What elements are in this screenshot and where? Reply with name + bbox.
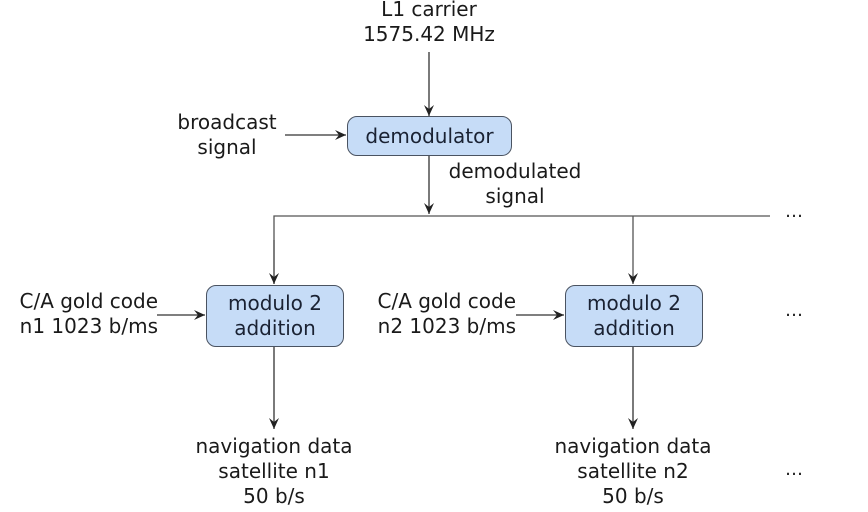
- nav-1-line3: 50 b/s: [243, 484, 305, 508]
- modulo-box-2-line1: modulo 2: [587, 291, 681, 315]
- modulo-addition-box-1: modulo 2 addition: [206, 285, 344, 347]
- carrier-label: L1 carrier 1575.42 MHz: [329, 0, 529, 47]
- broadcast-signal-label: broadcast signal: [157, 110, 297, 160]
- nav-1-line2: satellite n1: [218, 459, 330, 483]
- gold-code-1-line1: C/A gold code: [19, 289, 158, 313]
- modulo-box-1-line2: addition: [234, 316, 316, 340]
- signal-bus: [273, 215, 770, 284]
- gold-code-2-line2: n2 1023 b/ms: [377, 314, 516, 338]
- modulo-box-1-line1: modulo 2: [228, 291, 322, 315]
- broadcast-line2: signal: [197, 135, 257, 159]
- demodulator-box: demodulator: [347, 116, 512, 156]
- nav-2-line1: navigation data: [554, 434, 712, 458]
- modulo-box-2-line2: addition: [593, 316, 675, 340]
- nav-2-line3: 50 b/s: [602, 484, 664, 508]
- modulo-addition-box-2: modulo 2 addition: [565, 285, 703, 347]
- demodulated-line2: signal: [485, 184, 545, 208]
- carrier-frequency: 1575.42 MHz: [363, 22, 495, 46]
- ellipsis-outputs: …: [785, 459, 804, 480]
- demodulator-label: demodulator: [365, 123, 494, 148]
- nav-1-line1: navigation data: [195, 434, 353, 458]
- gold-code-label-1: C/A gold code n1 1023 b/ms: [0, 289, 158, 339]
- demodulated-signal-label: demodulated signal: [440, 159, 590, 209]
- demodulated-line1: demodulated: [448, 159, 582, 183]
- navigation-data-label-2: navigation data satellite n2 50 b/s: [533, 434, 733, 509]
- carrier-name: L1 carrier: [381, 0, 477, 21]
- gold-code-2-line1: C/A gold code: [377, 289, 516, 313]
- nav-2-line2: satellite n2: [577, 459, 689, 483]
- ellipsis-boxes: …: [785, 300, 804, 321]
- gold-code-1-line2: n1 1023 b/ms: [19, 314, 158, 338]
- ellipsis-bus: …: [785, 201, 804, 222]
- navigation-data-label-1: navigation data satellite n1 50 b/s: [174, 434, 374, 509]
- gold-code-label-2: C/A gold code n2 1023 b/ms: [352, 289, 516, 339]
- broadcast-line1: broadcast: [177, 110, 277, 134]
